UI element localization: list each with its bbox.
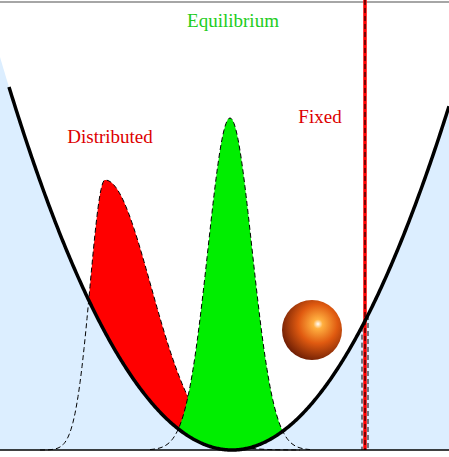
fixed-dash bbox=[365, 0, 366, 450]
fixed-edge bbox=[368, 315, 369, 450]
potential-curve bbox=[9, 87, 449, 450]
equilibrium-fill bbox=[150, 118, 310, 450]
ball bbox=[282, 300, 342, 360]
baseline bbox=[0, 449, 449, 451]
fixed-line bbox=[363, 0, 367, 450]
fixed-edge bbox=[362, 327, 363, 450]
top-rule bbox=[0, 1, 449, 3]
outside-region bbox=[0, 57, 449, 450]
equilibrium-curve bbox=[150, 118, 310, 450]
curve-label: Distributed bbox=[67, 126, 153, 149]
curve-label: Equilibrium bbox=[187, 10, 279, 33]
curve-label: Fixed bbox=[298, 106, 341, 129]
